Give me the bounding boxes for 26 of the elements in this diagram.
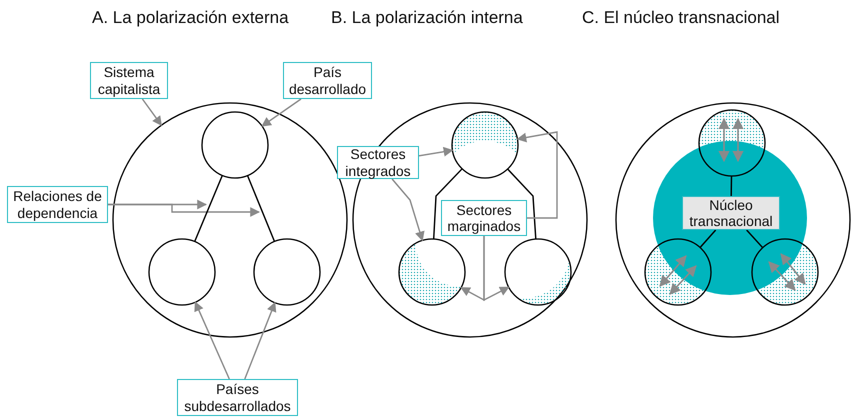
arrow — [418, 146, 454, 157]
connecting-line — [507, 168, 536, 240]
callout-label: Países subdesarrollados — [177, 379, 298, 416]
arrow — [142, 98, 162, 126]
panel-heading: A. La polarización externa — [92, 8, 289, 28]
callout-label: Sistema capitalista — [90, 62, 168, 99]
arrow — [516, 131, 558, 219]
connecting-line — [700, 230, 716, 248]
panel-heading: B. La polarización interna — [331, 8, 523, 28]
connecting-line — [246, 175, 276, 242]
core-label: Núcleo transnacional — [682, 196, 780, 230]
arrow — [483, 236, 510, 302]
callout-label: País desarrollado — [283, 62, 372, 99]
arrow — [392, 178, 424, 242]
arrow — [108, 204, 260, 217]
callout-label: Relaciones de dependencia — [7, 186, 108, 223]
connecting-line — [746, 230, 764, 248]
connecting-line — [194, 175, 223, 242]
callout-label: Sectores integrados — [337, 146, 419, 179]
connecting-line — [433, 168, 463, 240]
connecting-line — [730, 176, 732, 196]
arrow — [194, 301, 230, 380]
callout-label: Sectores marginados — [441, 200, 527, 236]
panel-heading: C. El núcleo transnacional — [582, 8, 780, 28]
arrow — [244, 302, 276, 380]
arrow — [261, 98, 302, 127]
